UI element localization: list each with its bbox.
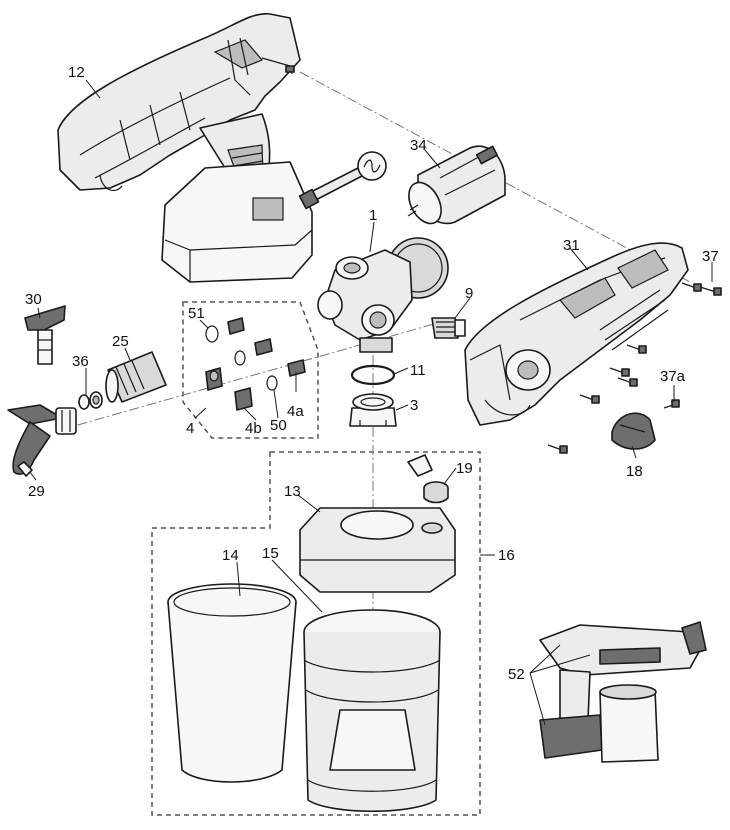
callout-11: 11: [410, 362, 426, 379]
callout-12: 12: [68, 64, 85, 81]
callout-3: 3: [410, 397, 418, 414]
callout-1: 1: [369, 207, 377, 224]
assembly-box-16: [151, 451, 481, 816]
leader-lines: [29, 79, 713, 726]
callout-30: 30: [25, 291, 42, 308]
part-30-spray-tip: [24, 305, 66, 365]
part-11-o-ring: [350, 364, 396, 386]
part-9-valve: [431, 317, 466, 339]
callout-4: 4: [186, 420, 194, 437]
callout-50: 50: [270, 417, 287, 434]
part-51-o-ring: [205, 325, 219, 343]
part-12-housing-left: [57, 13, 301, 192]
callout-15: 15: [262, 545, 279, 562]
callout-13: 13: [284, 483, 301, 500]
part-34-motor: [407, 145, 506, 225]
callout-9: 9: [465, 285, 473, 302]
callout-labels: 12 34 1 31 37 30 51 9 25 36 11 37a 3 4a …: [25, 64, 719, 683]
callout-18: 18: [626, 463, 643, 480]
callout-34: 34: [410, 137, 427, 154]
callout-4a: 4a: [287, 403, 304, 420]
callout-52: 52: [508, 666, 525, 683]
part-31-housing-right: [464, 242, 689, 426]
callout-31: 31: [563, 237, 580, 254]
part-25-tip-guard: [105, 351, 167, 403]
callout-36: 36: [72, 353, 89, 370]
part-50-o-ring: [266, 375, 278, 391]
gun-handle-base: [161, 113, 313, 283]
part-3-coupling: [349, 393, 397, 427]
part-18-knob: [611, 412, 656, 450]
power-cord: [298, 151, 387, 210]
axis-line-gun: [59, 317, 456, 431]
callout-14: 14: [222, 547, 239, 564]
callout-37a: 37a: [660, 368, 686, 385]
callout-16: 16: [498, 547, 515, 564]
part-29-gun-assembly: [7, 404, 77, 477]
part-13-lid: [299, 507, 456, 593]
part-36-seal: [78, 391, 103, 410]
callout-4b: 4b: [245, 420, 262, 437]
part-15-cup: [303, 609, 441, 813]
callout-25: 25: [112, 333, 129, 350]
callout-19: 19: [456, 460, 473, 477]
callout-37: 37: [702, 248, 719, 265]
screws-37: [547, 282, 722, 454]
kit-4-parts: [205, 317, 306, 411]
part-52-assembled-sprayer: [539, 621, 707, 763]
callout-51: 51: [188, 305, 205, 322]
part-1-pump-assembly: [317, 237, 449, 353]
callout-29: 29: [28, 483, 45, 500]
part-14-liner: [167, 583, 297, 783]
assembly-box-4: [182, 301, 319, 439]
part-19-cap: [407, 454, 449, 504]
